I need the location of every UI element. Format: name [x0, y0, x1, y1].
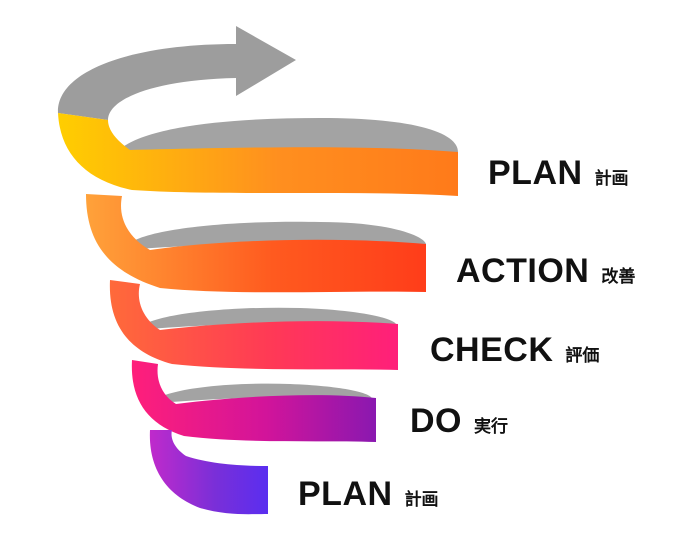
ribbon-turn-4	[131, 360, 376, 442]
stage-title-do: DO	[410, 402, 462, 440]
stage-subtitle-do: 実行	[474, 417, 508, 437]
stage-label-check: CHECK 評価	[430, 331, 599, 370]
ribbon-turn-1	[58, 113, 458, 196]
stage-label-plan-top: PLAN 計画	[488, 154, 629, 193]
stage-title-plan-bottom: PLAN	[298, 475, 393, 513]
spiral-arrow-band	[57, 26, 296, 120]
stage-label-do: DO 実行	[410, 402, 508, 441]
stage-label-plan-bottom: PLAN 計画	[298, 475, 439, 514]
stage-title-action: ACTION	[456, 252, 590, 290]
stage-subtitle-check: 評価	[565, 346, 600, 366]
stage-label-action: ACTION 改善	[456, 252, 635, 291]
ribbon-back-face-2	[124, 221, 426, 250]
stage-subtitle-plan-top: 計画	[594, 169, 629, 189]
stage-subtitle-plan-bottom: 計画	[404, 490, 439, 510]
stage-title-plan-top: PLAN	[488, 154, 583, 192]
ribbon-turn-5	[149, 430, 268, 515]
stage-subtitle-action: 改善	[601, 267, 636, 287]
ribbon-back-face-4	[150, 383, 372, 404]
stage-title-check: CHECK	[430, 331, 554, 369]
ribbon-turn-2	[86, 194, 426, 293]
ribbon-back-face-3	[138, 307, 396, 330]
ribbon-turn-3	[109, 280, 398, 370]
